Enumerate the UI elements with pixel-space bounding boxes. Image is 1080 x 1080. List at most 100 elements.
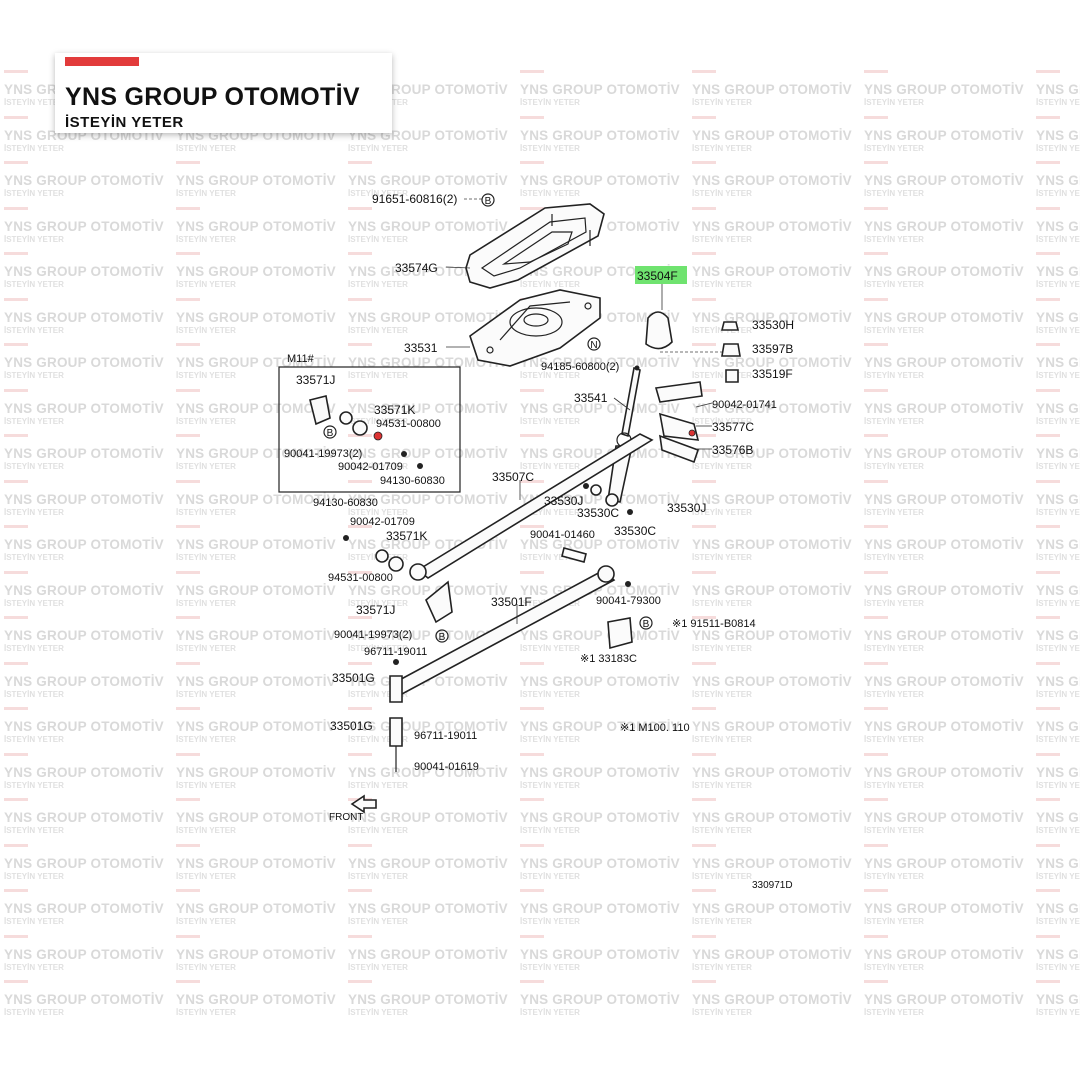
watermark-brand: YNS GROUP OTOMOTİV <box>864 173 1024 188</box>
watermark-brand: YNS GROUP OTOMOTİV <box>176 946 336 962</box>
label-90041-19973: 90041-19973(2) <box>334 629 412 641</box>
watermark-tagline: İSTEYİN YETER <box>1036 553 1080 562</box>
watermark-brand: YNS GROUP OTOMOTİV <box>1036 446 1080 461</box>
label-91651-60816: 91651-60816(2) <box>372 192 457 206</box>
watermark-brand: YNS GROUP OTOMOTİV <box>4 719 164 734</box>
watermark-bar <box>176 388 200 392</box>
watermark-bar <box>4 661 28 665</box>
watermark-bar <box>520 752 544 756</box>
watermark-tagline: İSTEYİN YETER <box>1036 280 1080 289</box>
watermark-tagline: İSTEYİN YETER <box>520 189 580 198</box>
watermark-tagline: İSTEYİN YETER <box>692 598 752 608</box>
watermark-tagline: İSTEYİN YETER <box>4 735 64 744</box>
shift-cable-33507C <box>409 433 654 581</box>
label-33530J-a: 33530J <box>544 494 583 508</box>
watermark-tagline: İSTEYİN YETER <box>1036 371 1080 380</box>
watermark-bar <box>864 70 888 73</box>
shift-cable-33501F <box>390 565 616 695</box>
watermark-brand: YNS GROUP OTOMOTİV <box>1036 264 1080 279</box>
watermark-brand: YNS GROUP OTOMOTİV <box>520 628 680 643</box>
label-90041-79300: 90041-79300 <box>596 595 661 607</box>
watermark-tagline: İSTEYİN YETER <box>4 325 64 335</box>
watermark-bar <box>1036 343 1060 346</box>
inset-box <box>278 366 461 493</box>
watermark-bar <box>176 570 200 574</box>
watermark-bar <box>692 479 716 483</box>
watermark-brand: YNS GROUP OTOMOTİV <box>520 764 680 780</box>
watermark-brand: YNS GROUP OTOMOTİV <box>4 537 164 552</box>
watermark-tagline: İSTEYİN YETER <box>176 689 236 699</box>
watermark-tagline: İSTEYİN YETER <box>692 962 752 972</box>
watermark-tagline: İSTEYİN YETER <box>864 644 924 653</box>
inset-label-33571J: 33571J <box>296 373 335 387</box>
watermark-tagline: İSTEYİN YETER <box>1036 189 1080 198</box>
watermark-tagline: İSTEYİN YETER <box>1036 234 1080 244</box>
watermark-bar <box>692 934 716 938</box>
watermark-tagline: İSTEYİN YETER <box>176 462 236 471</box>
watermark-brand: YNS GROUP OTOMOTİV <box>864 992 1024 1007</box>
watermark-tagline: İSTEYİN YETER <box>176 917 236 926</box>
watermark-bar <box>1036 161 1060 164</box>
watermark-bar <box>4 616 28 619</box>
watermark-bar <box>864 115 888 119</box>
watermark-tagline: İSTEYİN YETER <box>4 416 64 426</box>
watermark-tagline: İSTEYİN YETER <box>4 234 64 244</box>
watermark-bar <box>864 616 888 619</box>
watermark-tagline: İSTEYİN YETER <box>348 735 408 744</box>
watermark-bar <box>176 752 200 756</box>
label-94185-60800: 94185-60800(2) <box>541 361 619 373</box>
watermark-tagline: İSTEYİN YETER <box>176 143 236 153</box>
watermark-tagline: İSTEYİN YETER <box>864 917 924 926</box>
watermark-tagline: İSTEYİN YETER <box>4 371 64 380</box>
front-arrow <box>350 794 377 814</box>
watermark-brand: YNS GROUP OTOMOTİV <box>4 992 164 1007</box>
watermark-tagline: İSTEYİN YETER <box>4 280 64 289</box>
watermark-brand: YNS GROUP OTOMOTİV <box>176 628 336 643</box>
watermark-bar <box>692 843 716 847</box>
watermark-brand: YNS GROUP OTOMOTİV <box>1036 673 1080 689</box>
watermark-brand: YNS GROUP OTOMOTİV <box>348 810 508 825</box>
watermark-tagline: İSTEYİN YETER <box>520 917 580 926</box>
watermark-bar <box>864 388 888 392</box>
watermark-bar <box>520 798 544 801</box>
watermark-brand: YNS GROUP OTOMOTİV <box>348 764 508 780</box>
watermark-bar <box>692 752 716 756</box>
watermark-bar <box>1036 934 1060 938</box>
watermark-tagline: İSTEYİN YETER <box>348 234 408 244</box>
watermark-bar <box>1036 70 1060 73</box>
watermark-tagline: İSTEYİN YETER <box>1036 689 1080 699</box>
watermark-brand: YNS GROUP OTOMOTİV <box>176 218 336 234</box>
watermark-brand: YNS GROUP OTOMOTİV <box>176 855 336 871</box>
watermark-bar <box>176 161 200 164</box>
watermark-bar <box>520 388 544 392</box>
watermark-bar <box>348 752 372 756</box>
watermark-tagline: İSTEYİN YETER <box>348 507 408 517</box>
watermark-brand: YNS GROUP OTOMOTİV <box>4 764 164 780</box>
watermark-tagline: İSTEYİN YETER <box>176 1008 236 1017</box>
label-94531-00800: 94531-00800 <box>328 572 393 584</box>
callout-b-right: B <box>639 616 653 630</box>
watermark-brand: YNS GROUP OTOMOTİV <box>520 173 680 188</box>
watermark-tagline: İSTEYİN YETER <box>692 871 752 881</box>
watermark-brand: YNS GROUP OTOMOTİV <box>692 400 852 416</box>
watermark-tagline: İSTEYİN YETER <box>176 280 236 289</box>
